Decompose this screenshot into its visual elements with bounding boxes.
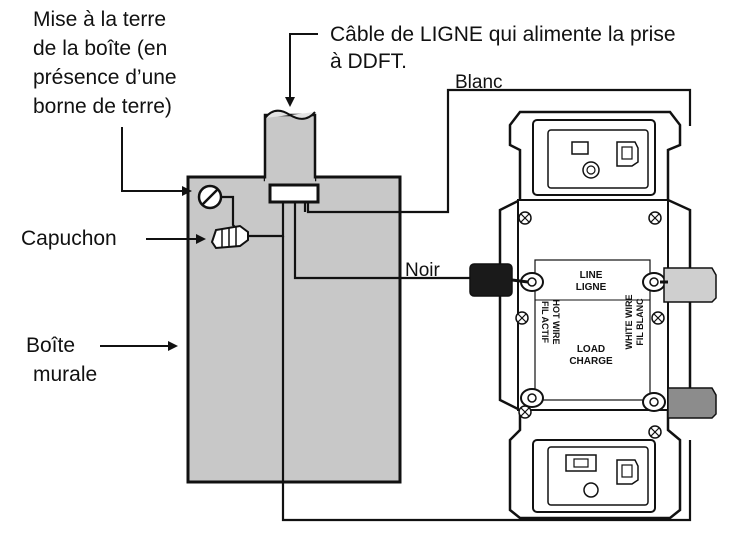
white-wire-insulation — [660, 267, 717, 303]
leader-line-cable — [285, 33, 318, 107]
label-hot-fr: FIL ACTIF — [540, 301, 550, 343]
label-line-fr: LIGNE — [576, 282, 607, 293]
label-wall-box-2: murale — [33, 363, 98, 386]
label-line-cable-1: Câble de LIGNE qui alimente la prise — [330, 23, 676, 46]
terminal-line-white — [642, 272, 666, 292]
load-wire-insulation — [667, 387, 717, 419]
black-wire-insulation — [469, 263, 529, 297]
black-wire — [293, 202, 470, 280]
label-white-fr: FIL BLANC — [635, 298, 645, 346]
label-load-fr: CHARGE — [569, 356, 613, 367]
white-wire — [306, 88, 692, 214]
label-box-ground-1: Mise à la terre — [33, 8, 167, 31]
label-hot-en: HOT WIRE — [551, 300, 561, 345]
label-white-wire: Blanc — [455, 72, 503, 93]
label-load-en: LOAD — [577, 344, 605, 355]
line-cable — [263, 109, 317, 182]
gfci-receptacle — [498, 110, 692, 520]
label-black-wire: Noir — [405, 260, 440, 281]
wire-nut — [210, 224, 249, 250]
cable-clamp — [268, 183, 320, 204]
device-labels: LINE LIGNE LOAD CHARGE HOT WIRE FIL ACTI… — [540, 270, 645, 367]
label-wire-nut: Capuchon — [21, 227, 117, 250]
label-line-cable-2: à DDFT. — [330, 50, 408, 73]
label-line-en: LINE — [580, 270, 603, 281]
label-box-ground-2: de la boîte (en — [33, 37, 168, 60]
terminal-load-white — [642, 392, 666, 412]
label-box-ground-4: borne de terre) — [33, 95, 172, 118]
label-box-ground-3: présence d’une — [33, 66, 177, 89]
ground-screw — [197, 184, 223, 210]
terminal-load-hot — [520, 388, 544, 408]
leader-box-ground — [121, 127, 192, 196]
ground-to-device-wire — [281, 236, 692, 522]
label-wall-box-1: Boîte — [26, 334, 76, 357]
label-white-en: WHITE WIRE — [624, 295, 634, 350]
